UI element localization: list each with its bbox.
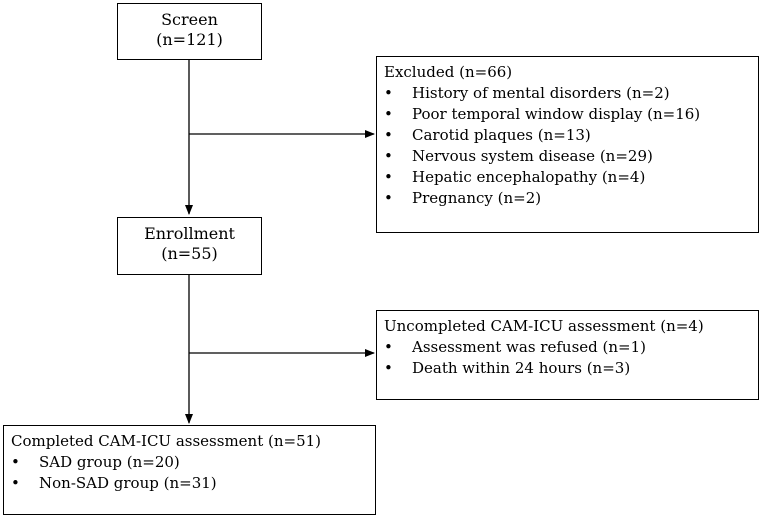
bullet-icon: • <box>384 105 393 123</box>
bullet-icon: • <box>384 189 393 207</box>
list-item: • Non-SAD group (n=31) <box>11 473 375 494</box>
list-item: • Nervous system disease (n=29) <box>384 146 758 167</box>
list-item: • Pregnancy (n=2) <box>384 188 758 209</box>
screen-count: (n=121) <box>156 30 223 49</box>
bullet-icon: • <box>384 147 393 165</box>
completed-list: • SAD group (n=20) • Non-SAD group (n=31) <box>11 452 375 494</box>
enrollment-box: Enrollment (n=55) <box>117 217 262 275</box>
excluded-title: Excluded (n=66) <box>384 63 513 81</box>
bullet-icon: • <box>384 84 393 102</box>
list-item: • Death within 24 hours (n=3) <box>384 358 758 379</box>
uncompleted-box: Uncompleted CAM-ICU assessment (n=4) • As… <box>376 310 759 400</box>
screen-title: Screen <box>161 10 218 29</box>
excluded-item-label: Pregnancy (n=2) <box>412 189 542 207</box>
list-item: • Poor temporal window display (n=16) <box>384 104 758 125</box>
list-item: • History of mental disorders (n=2) <box>384 83 758 104</box>
uncompleted-item-label: Assessment was refused (n=1) <box>412 338 646 356</box>
excluded-item-label: Nervous system disease (n=29) <box>412 147 653 165</box>
completed-item-label: SAD group (n=20) <box>39 453 180 471</box>
list-item: • Hepatic encephalopathy (n=4) <box>384 167 758 188</box>
list-item: • SAD group (n=20) <box>11 452 375 473</box>
completed-title: Completed CAM-ICU assessment (n=51) <box>11 432 322 450</box>
bullet-icon: • <box>11 474 20 492</box>
list-item: • Assessment was refused (n=1) <box>384 337 758 358</box>
bullet-icon: • <box>384 168 393 186</box>
bullet-icon: • <box>11 453 20 471</box>
completed-box: Completed CAM-ICU assessment (n=51) • SAD… <box>3 425 376 515</box>
enrollment-title: Enrollment <box>144 224 235 243</box>
bullet-icon: • <box>384 359 393 377</box>
uncompleted-item-label: Death within 24 hours (n=3) <box>412 359 631 377</box>
excluded-item-label: History of mental disorders (n=2) <box>412 84 670 102</box>
enrollment-count: (n=55) <box>161 244 218 263</box>
completed-item-label: Non-SAD group (n=31) <box>39 474 217 492</box>
excluded-item-label: Carotid plaques (n=13) <box>412 126 591 144</box>
excluded-item-label: Hepatic encephalopathy (n=4) <box>412 168 646 186</box>
bullet-icon: • <box>384 126 393 144</box>
excluded-item-label: Poor temporal window display (n=16) <box>412 105 701 123</box>
screen-box: Screen (n=121) <box>117 3 262 60</box>
uncompleted-title: Uncompleted CAM-ICU assessment (n=4) <box>384 317 704 335</box>
uncompleted-list: • Assessment was refused (n=1) • Death wit… <box>384 337 758 379</box>
excluded-box: Excluded (n=66) • History of mental disor… <box>376 56 759 233</box>
excluded-list: • History of mental disorders (n=2) • Poor… <box>384 83 758 209</box>
list-item: • Carotid plaques (n=13) <box>384 125 758 146</box>
bullet-icon: • <box>384 338 393 356</box>
